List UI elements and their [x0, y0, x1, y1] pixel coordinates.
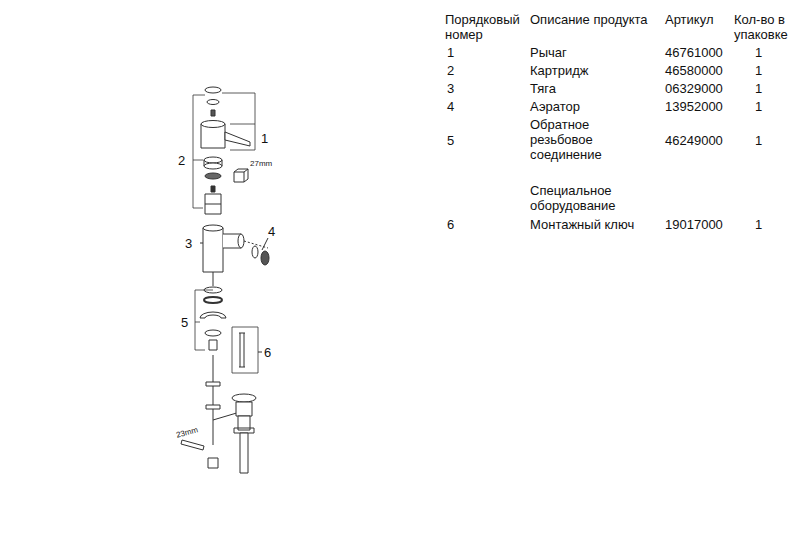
table-cell: 1 [755, 45, 785, 60]
table-cell: 6 [447, 217, 477, 232]
key-frame [232, 327, 258, 373]
screw [211, 110, 215, 116]
leader-line [262, 238, 268, 250]
table-cell: 1 [755, 63, 785, 78]
ring [204, 163, 222, 169]
table-cell: 1 [755, 99, 785, 114]
lever-handle [225, 132, 250, 146]
drain-nut [234, 416, 254, 433]
aerator-ring [252, 246, 258, 258]
spindle [211, 186, 215, 192]
stud [213, 272, 214, 286]
bracket-line [193, 95, 205, 208]
dimension-label: 23mm [175, 425, 199, 439]
faucet-body [203, 228, 223, 272]
nut [205, 173, 221, 179]
ring [204, 157, 222, 163]
drain-body [236, 402, 252, 416]
table-cell: 5 [447, 133, 477, 148]
table-cell: 1 [755, 133, 785, 148]
wrench-27 [234, 169, 248, 182]
callout-number: 6 [264, 345, 278, 360]
bracket-line [222, 93, 255, 150]
table-cell: 3 [447, 81, 477, 96]
table-cell: Аэратор [530, 99, 660, 114]
clip [206, 382, 220, 409]
bracket-line [195, 290, 213, 350]
table-cell: Монтажный ключ [530, 217, 660, 232]
table-cell: 4 [447, 99, 477, 114]
table-cell: 1 [755, 217, 785, 232]
table-header: Описание продукта [530, 12, 660, 27]
table-cell: 06329000 [665, 81, 745, 96]
table-cell: Рычаг [530, 45, 660, 60]
table-cell: 1 [447, 45, 477, 60]
body-top [203, 225, 223, 231]
nut [208, 458, 218, 468]
table-cell: Обратное резьбовое соединение [530, 117, 625, 162]
drain-pipe [240, 433, 248, 473]
table-cell: Тяга [530, 81, 660, 96]
pull-rod [213, 355, 214, 445]
dimension-label: 27mm [250, 159, 272, 168]
table-cell: Картридж [530, 63, 660, 78]
table-cell: 46761000 [665, 45, 745, 60]
ring [207, 100, 219, 105]
table-cell: Специальное оборудование [530, 183, 630, 213]
drain-cap [232, 394, 256, 402]
cartridge-line [205, 204, 221, 205]
table-header: Артикул [665, 12, 745, 27]
cartridge [205, 194, 221, 214]
callout-number: 1 [261, 131, 275, 146]
callout-number: 3 [185, 236, 199, 251]
table-header: Кол-во в упаковке [734, 12, 796, 42]
table-cell: 19017000 [665, 217, 745, 232]
table-cell: 46580000 [665, 63, 745, 78]
cap-disc [205, 87, 221, 93]
callout-number: 2 [178, 153, 192, 168]
spout-end [238, 234, 244, 248]
mounting-key [239, 333, 245, 367]
callout-number: 5 [181, 315, 195, 330]
lever-top [201, 121, 225, 128]
o-ring [204, 297, 222, 303]
aerator [261, 251, 269, 265]
callout-number: 4 [268, 224, 282, 239]
wrench-23 [181, 440, 204, 450]
leader-line [258, 352, 262, 353]
table-header: Порядковый номер [445, 12, 525, 42]
table-cell: 1 [755, 81, 785, 96]
horseshoe-plate [200, 312, 226, 318]
washer [205, 330, 221, 336]
table-cell: 13952000 [665, 99, 745, 114]
table-cell: 46249000 [665, 133, 745, 148]
leader-line [200, 243, 203, 244]
table-cell: 2 [447, 63, 477, 78]
nut [209, 340, 217, 350]
